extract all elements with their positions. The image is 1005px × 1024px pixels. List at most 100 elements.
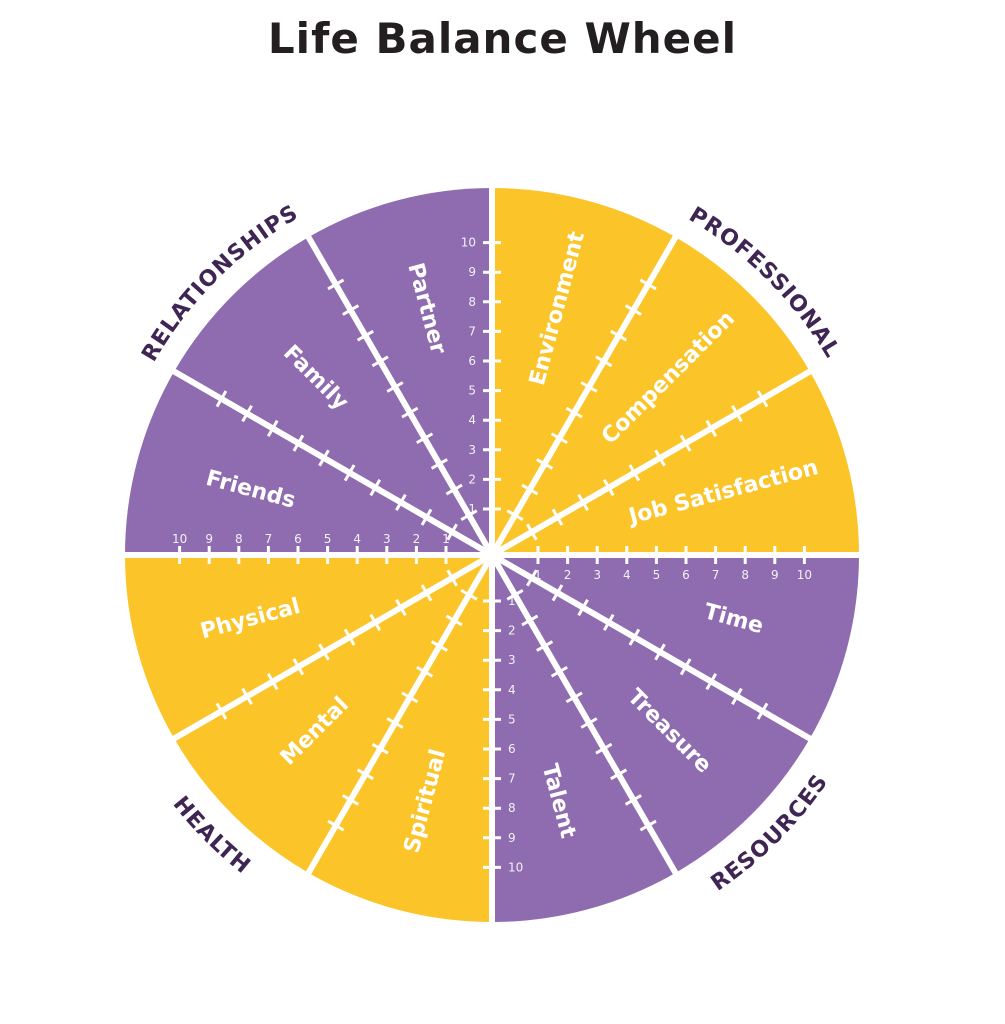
scale-tick	[577, 599, 589, 617]
scale-tick	[460, 589, 478, 601]
scale-tick	[756, 702, 769, 720]
wheel-hub	[480, 543, 504, 567]
scale-tick	[602, 479, 615, 497]
scale-tick	[580, 381, 598, 393]
scale-tick	[506, 509, 524, 521]
scale-tick	[550, 665, 568, 678]
scale-tick	[756, 390, 769, 408]
scale-tick	[577, 493, 589, 511]
scale-tick	[401, 406, 419, 419]
scale-number: 10	[461, 236, 476, 250]
scale-number: 5	[468, 384, 476, 398]
scale-tick	[215, 390, 228, 408]
segment-family	[174, 237, 492, 555]
scale-tick	[401, 691, 419, 704]
scale-tick	[639, 819, 657, 832]
scale-tick	[327, 819, 345, 832]
scale-tick	[416, 665, 434, 678]
scale-tick	[318, 643, 330, 661]
scale-number: 9	[468, 265, 476, 279]
scale-tick	[420, 584, 433, 602]
scale-tick	[266, 419, 279, 437]
scale-number: 5	[653, 568, 661, 582]
scale-tick	[628, 464, 641, 482]
scale-number: 2	[508, 624, 516, 638]
scale-number: 2	[413, 532, 421, 546]
scale-number: 3	[468, 443, 476, 457]
scale-tick	[266, 673, 279, 691]
scale-number: 3	[508, 653, 516, 667]
scale-tick	[551, 508, 564, 526]
scale-tick	[369, 479, 382, 497]
scale-number: 3	[593, 568, 601, 582]
scale-tick	[386, 717, 404, 729]
scale-tick	[446, 569, 458, 587]
scale-tick	[386, 381, 404, 393]
scale-tick	[610, 329, 628, 342]
scale-tick	[679, 658, 692, 676]
scale-tick	[521, 483, 539, 496]
scale-tick	[551, 584, 564, 602]
segment-environment	[492, 188, 676, 555]
scale-tick	[292, 658, 305, 676]
segment-job-satisfaction	[492, 371, 859, 555]
scale-tick	[343, 628, 356, 646]
scale-tick	[356, 329, 374, 342]
segment-compensation	[492, 237, 810, 555]
scale-tick	[460, 509, 478, 521]
scale-tick	[430, 640, 448, 652]
scale-tick	[241, 687, 253, 705]
scale-number: 8	[741, 568, 749, 582]
scale-number: 1	[468, 502, 476, 516]
scale-tick	[602, 613, 615, 631]
scale-tick	[731, 687, 743, 705]
segment-partner	[308, 188, 492, 555]
scale-tick	[445, 614, 463, 627]
scale-number: 10	[508, 860, 523, 874]
wheel-spokes	[124, 187, 860, 923]
scale-number: 4	[468, 413, 476, 427]
scale-tick	[343, 464, 356, 482]
scale-tick	[241, 405, 253, 423]
scale-tick	[679, 434, 692, 452]
scale-number: 3	[383, 532, 391, 546]
scale-tick	[342, 304, 360, 316]
scale-tick	[446, 523, 458, 541]
scale-tick	[526, 569, 538, 587]
scale-number: 4	[623, 568, 631, 582]
scale-tick	[595, 742, 613, 755]
scale-tick	[420, 508, 433, 526]
scale-tick	[705, 673, 718, 691]
scale-number: 8	[508, 801, 516, 815]
scale-number: 5	[324, 532, 332, 546]
scale-tick	[536, 640, 554, 652]
scale-tick	[610, 768, 628, 781]
scale-tick	[215, 702, 228, 720]
scale-tick	[731, 405, 743, 423]
scale-number: 4	[353, 532, 361, 546]
scale-number: 6	[508, 742, 516, 756]
scale-tick	[506, 589, 524, 601]
scale-number: 2	[564, 568, 572, 582]
scale-number: 6	[468, 354, 476, 368]
spoke-divider	[305, 234, 495, 557]
scale-tick	[292, 434, 305, 452]
scale-number: 6	[294, 532, 302, 546]
scale-number: 10	[797, 568, 812, 582]
scale-number: 7	[265, 532, 273, 546]
scale-tick	[526, 523, 538, 541]
scale-tick	[639, 278, 657, 291]
scale-number: 1	[442, 532, 450, 546]
scale-tick	[371, 742, 389, 755]
scale-tick	[580, 717, 598, 729]
scale-number: 2	[468, 472, 476, 486]
scale-tick	[628, 628, 641, 646]
scale-number: 4	[508, 683, 516, 697]
scale-tick	[654, 449, 666, 467]
scale-tick	[356, 768, 374, 781]
scale-tick	[416, 432, 434, 445]
spoke-divider	[171, 368, 494, 558]
wheel-segments	[125, 188, 859, 923]
segment-mental	[174, 555, 492, 873]
